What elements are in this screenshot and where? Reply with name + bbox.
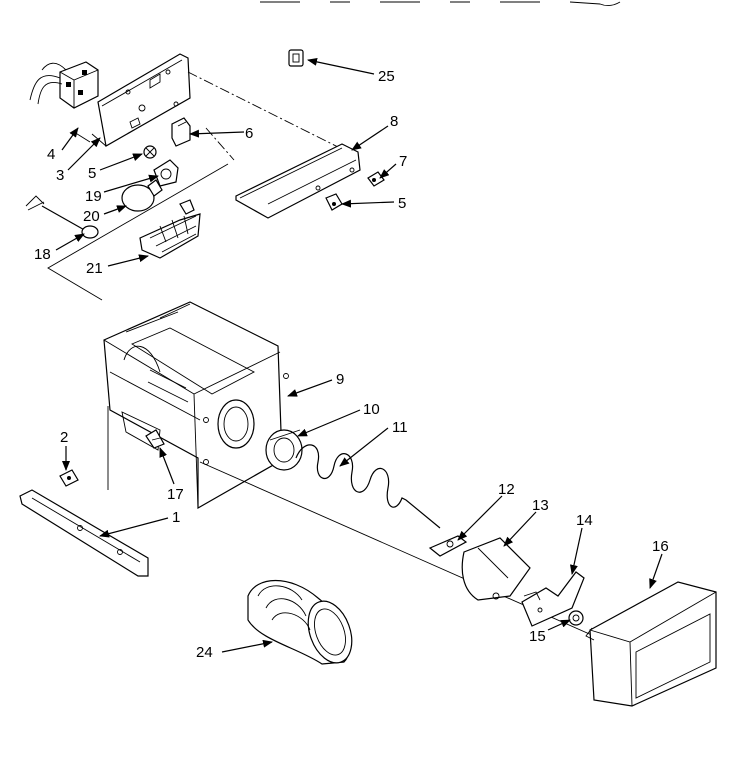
leader-19 [103,174,159,193]
callout-labels: 25 8 6 7 5 4 3 5 19 20 18 21 9 10 11 2 1… [34,68,669,661]
callout-2: 2 [60,429,68,446]
ice-bin-housing-part-9 [103,301,289,510]
screw-part-17 [145,429,165,449]
housing-plate-part-3 [73,53,191,147]
callout-12: 12 [498,481,515,498]
callout-18: 18 [34,246,51,263]
leader-14 [570,527,583,575]
callout-5-left: 5 [88,165,96,182]
leader-4 [61,127,79,151]
cropped-top-edge [260,1,621,7]
callout-25: 25 [378,68,395,85]
bracket-part-14 [521,571,585,627]
callout-8: 8 [390,113,398,130]
leader-6 [189,129,245,138]
alignment-line-a [187,71,341,149]
leader-11 [339,427,389,467]
callout-17: 17 [167,486,184,503]
screw-part-7 [367,171,385,187]
callout-20: 20 [83,208,100,225]
crusher-drum-part-24 [247,579,353,665]
leader-24 [221,639,273,653]
leader-7 [379,163,397,179]
crusher-sleeve-part-13 [461,537,531,601]
callout-14: 14 [576,512,593,529]
callout-24: 24 [196,644,213,661]
screw-part-5-left [143,145,157,159]
leader-15 [547,619,571,631]
leader-17 [159,447,175,485]
drive-plate-part-12 [428,535,468,557]
screw-part-5-right [325,193,343,211]
leader-3 [67,137,101,171]
leader-25 [307,57,375,75]
cord-part-18 [25,195,99,239]
leader-9 [287,379,333,397]
callout-11: 11 [392,419,408,436]
callout-13: 13 [532,497,549,514]
bulb-part-20 [121,179,163,212]
leader-21 [107,254,149,267]
callout-4: 4 [47,146,55,163]
leader-20 [103,205,127,215]
part-drawings [19,1,717,707]
leader-18 [55,233,85,251]
lamp-socket-part-19 [153,159,179,187]
front-cover-part-16 [585,581,717,707]
callout-16: 16 [652,538,669,555]
grille-cover-part-21 [139,199,201,259]
group-outline [47,163,229,301]
leader-16 [649,553,663,589]
leader-8 [351,125,389,151]
callout-21: 21 [86,260,103,277]
callout-1: 1 [172,509,180,526]
auger-spring-part-11 [295,444,441,529]
callout-9: 9 [336,371,344,388]
callout-15: 15 [529,628,546,645]
leader-10 [297,409,361,437]
callout-7: 7 [399,153,407,170]
callout-leaders [55,57,663,653]
callout-3: 3 [56,167,64,184]
callout-6: 6 [245,125,253,142]
clip-part-6 [171,117,191,147]
switch-part-4 [29,61,99,109]
bearing-part-10 [265,429,303,471]
callout-10: 10 [363,401,380,418]
leader-1 [99,517,169,538]
nut-part-15 [568,610,584,626]
callout-5-right: 5 [398,195,406,212]
cover-panel-part-8 [235,143,361,219]
leader-5-right [341,199,395,208]
screw-part-2 [59,469,79,487]
support-rail-part-1 [19,489,149,577]
clip-part-25 [288,49,304,67]
leader-13 [503,511,537,547]
leader-5-left [99,153,143,171]
leader-12 [457,495,503,541]
callout-19: 19 [85,188,102,205]
